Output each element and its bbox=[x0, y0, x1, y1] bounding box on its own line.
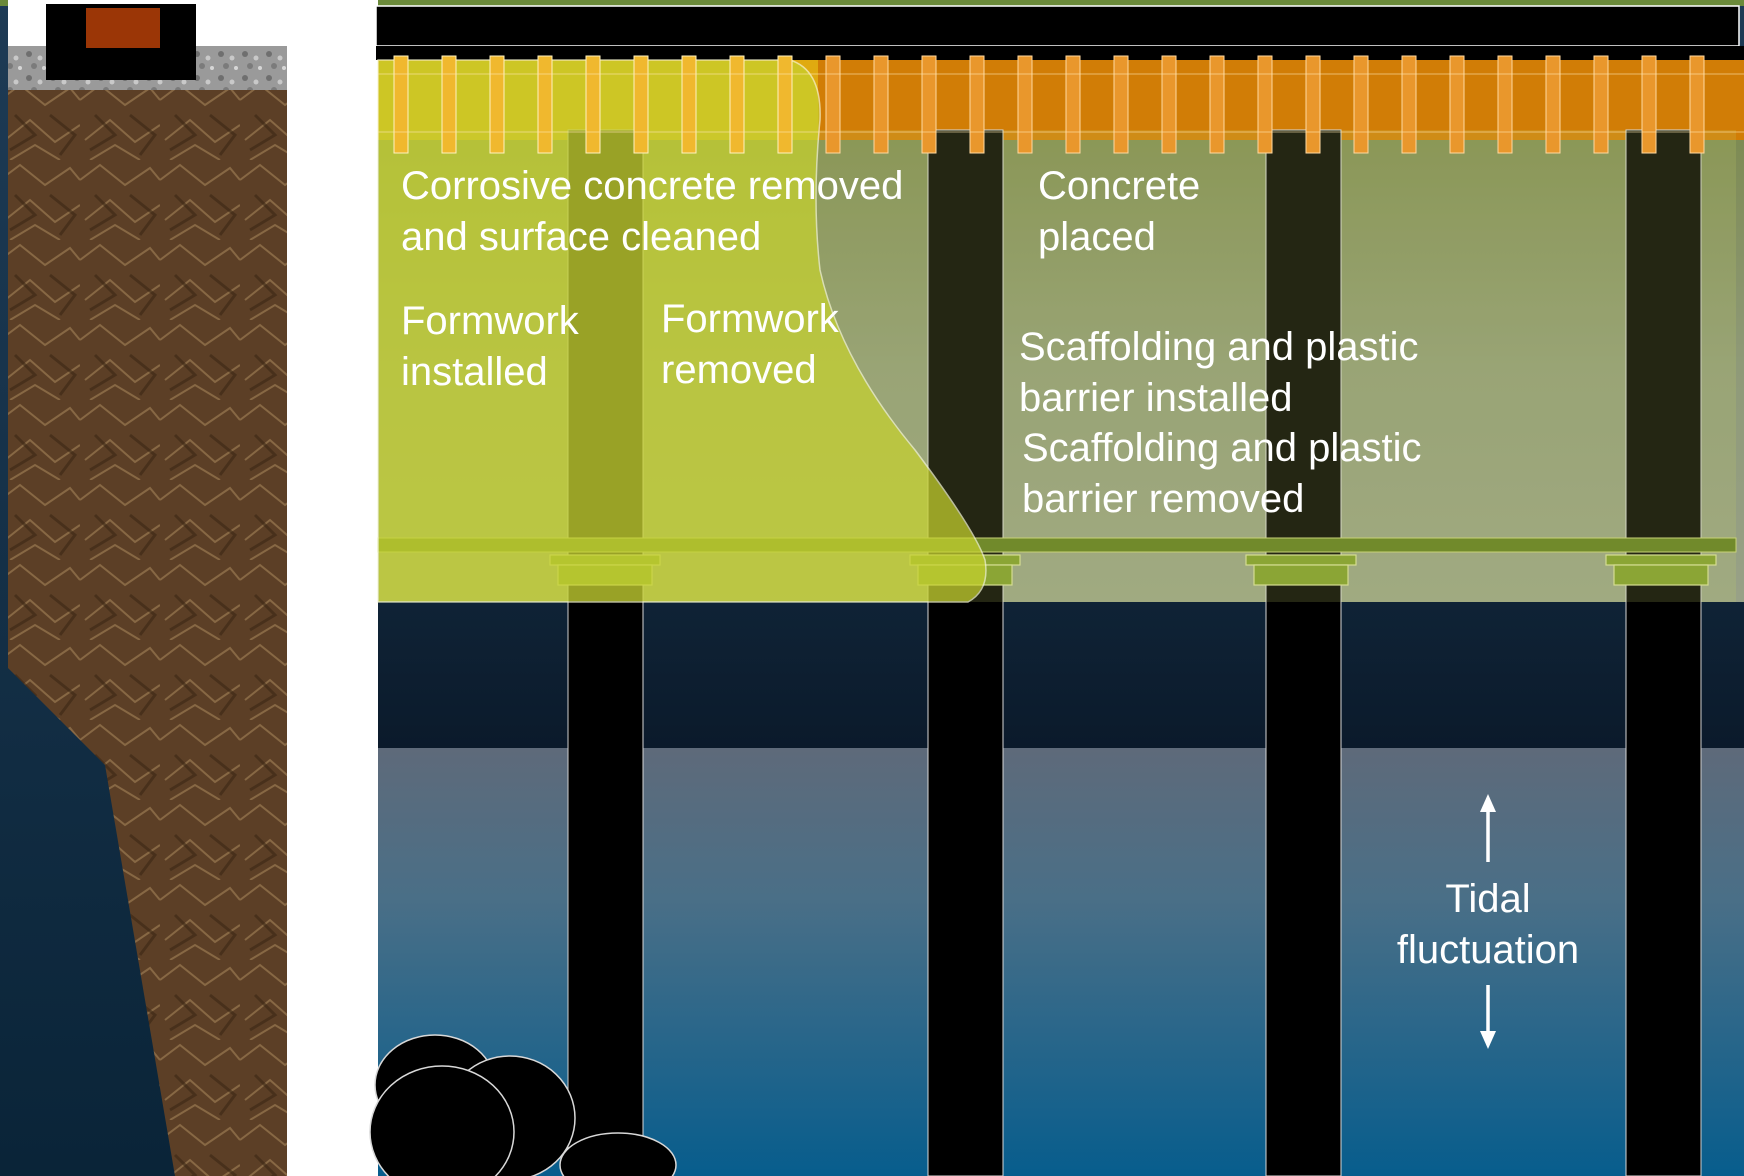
label-tidal-line1: Tidal bbox=[1445, 877, 1531, 921]
deck-rebars bbox=[378, 55, 1744, 154]
label-tidal-line2: fluctuation bbox=[1396, 928, 1580, 972]
label-corrosive-removed: Corrosive concrete removed and surface c… bbox=[401, 161, 903, 263]
pile-3 bbox=[1265, 129, 1342, 1176]
label-formwork-removed-line1: Formwork bbox=[661, 297, 839, 341]
label-concrete-line2: placed bbox=[1038, 215, 1156, 259]
rock-pile bbox=[369, 1034, 677, 1176]
abutment-wall bbox=[287, 0, 378, 1176]
label-scaffold-installed: Scaffolding and plastic barrier installe… bbox=[1019, 322, 1419, 424]
label-scaffold-installed-line2: barrier installed bbox=[1019, 376, 1293, 420]
label-scaffold-removed: Scaffolding and plastic barrier removed bbox=[1022, 423, 1422, 525]
label-scaffold-removed-line1: Scaffolding and plastic bbox=[1022, 426, 1422, 470]
repair-zone bbox=[377, 59, 987, 603]
top-border bbox=[0, 0, 1744, 6]
bearing-block bbox=[86, 8, 160, 48]
label-concrete-placed: Concrete placed bbox=[1038, 161, 1200, 263]
label-formwork-installed-line1: Formwork bbox=[401, 299, 579, 343]
up-down-arrow-icon bbox=[1480, 794, 1496, 1049]
deck-underside bbox=[376, 46, 1744, 60]
pile-2 bbox=[927, 129, 1004, 1176]
label-scaffold-installed-line1: Scaffolding and plastic bbox=[1019, 325, 1419, 369]
label-scaffold-removed-line2: barrier removed bbox=[1022, 477, 1305, 521]
deck-slab bbox=[375, 5, 1740, 47]
label-corrosive-line2: and surface cleaned bbox=[401, 215, 762, 259]
label-concrete-line1: Concrete bbox=[1038, 164, 1201, 208]
label-tidal-fluctuation: Tidal fluctuation bbox=[1378, 874, 1598, 976]
label-formwork-installed-line2: installed bbox=[401, 350, 548, 394]
soil-embankment bbox=[8, 90, 287, 1176]
label-formwork-removed-line2: removed bbox=[661, 348, 817, 392]
label-corrosive-line1: Corrosive concrete removed bbox=[401, 164, 904, 208]
label-formwork-installed: Formwork installed bbox=[401, 296, 579, 398]
label-formwork-removed: Formwork removed bbox=[661, 294, 839, 396]
